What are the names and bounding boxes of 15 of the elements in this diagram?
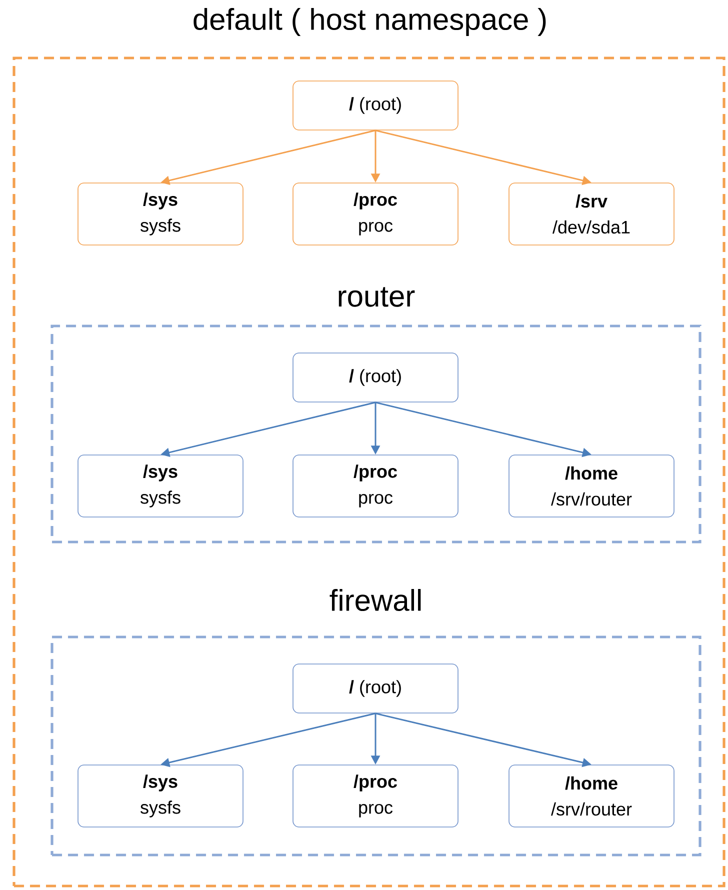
- directory-box: /srv /dev/sda1: [508, 182, 674, 246]
- directory-box: / (root): [292, 80, 458, 130]
- directory-box: /proc proc: [292, 454, 458, 518]
- directory-box: /home /srv/router: [508, 454, 674, 518]
- directory-box: /sys sysfs: [78, 764, 244, 828]
- node-label: default ( host namespace ): [194, 8, 546, 36]
- directory-box: / (root): [292, 352, 458, 402]
- directory-box: /home /srv/router: [508, 764, 674, 828]
- directory-box: /proc proc: [292, 764, 458, 828]
- directory-box: /sys sysfs: [78, 454, 244, 518]
- directory-box: / (root): [292, 664, 458, 714]
- directory-box: /proc proc: [292, 182, 458, 246]
- node-label: router: [338, 287, 415, 307]
- node-label: firewall: [330, 588, 421, 612]
- directory-box: /sys sysfs: [78, 182, 244, 246]
